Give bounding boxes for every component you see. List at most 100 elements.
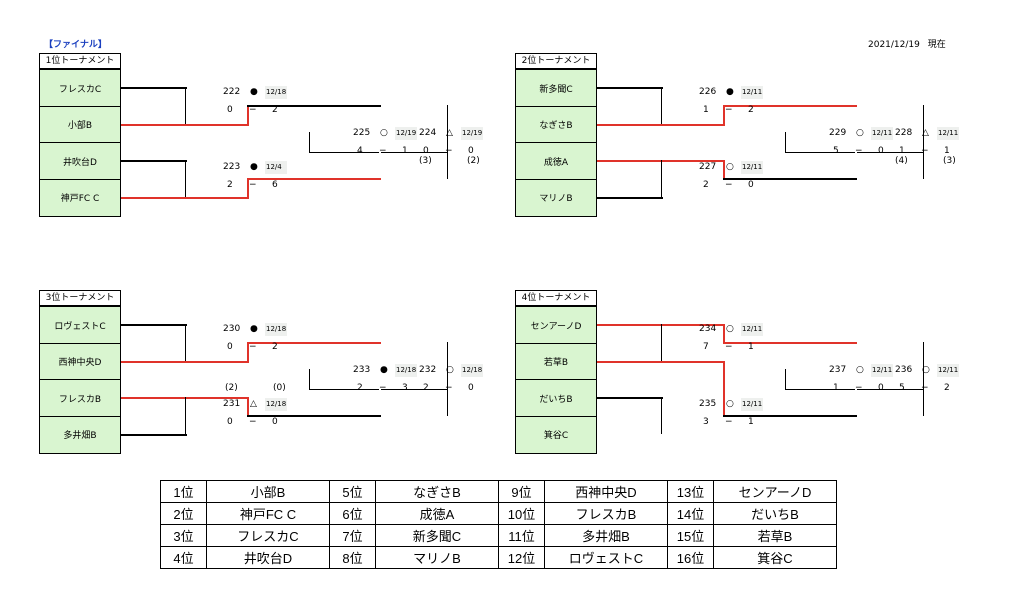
game-date-bg — [395, 363, 417, 377]
bracket-line — [723, 415, 857, 418]
rank-place: 8位 — [329, 546, 376, 569]
score-dash: − — [725, 342, 733, 352]
game-number: 231 — [223, 399, 241, 409]
winner-line — [247, 342, 381, 345]
team-box: 箕谷C — [515, 415, 597, 454]
score-left: 1 — [703, 105, 709, 115]
game-date: 12/11 — [742, 88, 763, 96]
result-mark: ○ — [856, 127, 864, 138]
bracket-line — [857, 388, 923, 390]
rank-team: 小部B — [206, 480, 330, 503]
game-date: 12/11 — [742, 400, 763, 408]
bracket-title: 3位トーナメント — [39, 290, 121, 306]
rank-team: ロヴェストC — [544, 546, 668, 569]
rank-team: 成徳A — [375, 502, 499, 525]
team-box: 井吹台D — [39, 142, 121, 180]
game-date-bg — [265, 161, 287, 174]
result-mark: ○ — [726, 324, 734, 334]
game-number: 222 — [223, 87, 241, 97]
score-right: 2 — [272, 342, 278, 352]
rank-place: 14位 — [667, 502, 714, 525]
winner-line — [723, 105, 857, 108]
score-right: 0 — [468, 145, 474, 156]
pk-left: (3) — [419, 155, 432, 166]
winner-line — [723, 360, 725, 418]
score-left: 0 — [227, 342, 233, 352]
result-mark: ● — [250, 162, 258, 172]
score-left: 5 — [833, 145, 839, 156]
game-number: 225 — [353, 127, 371, 138]
game-date: 12/19 — [462, 128, 483, 137]
result-mark: ○ — [380, 127, 388, 138]
score-right: 0 — [272, 417, 278, 427]
team-box: フレスカB — [39, 379, 121, 417]
game-date-bg — [741, 86, 763, 99]
winner-line — [247, 397, 249, 418]
winner-line — [247, 178, 381, 181]
result-mark: ● — [250, 324, 258, 334]
score-dash: − — [725, 417, 733, 427]
rank-place: 11位 — [498, 524, 545, 547]
result-mark: ○ — [922, 364, 930, 375]
game-date: 12/11 — [872, 365, 893, 374]
game-date: 12/11 — [872, 128, 893, 137]
team-box: 新多聞C — [515, 69, 597, 107]
game-number: 235 — [699, 399, 717, 409]
game-date-bg — [395, 126, 417, 140]
bracket-line — [661, 324, 662, 361]
game-date: 12/19 — [396, 128, 417, 137]
score-right: 0 — [748, 180, 754, 190]
winner-line — [723, 324, 725, 345]
bracket-line — [185, 160, 186, 197]
score-left: 1 — [833, 382, 839, 393]
score-right: 1 — [748, 417, 754, 427]
rank-team: マリノB — [375, 546, 499, 569]
bracket-line — [121, 324, 187, 326]
game-date: 12/18 — [266, 325, 287, 333]
game-date-bg — [461, 126, 483, 140]
team-box: 神戸FC C — [39, 178, 121, 217]
game-number: 230 — [223, 324, 241, 334]
pk-left: (4) — [895, 155, 908, 166]
game-number: 236 — [895, 364, 913, 375]
game-date: 12/18 — [266, 400, 287, 408]
score-dash: − — [445, 145, 453, 156]
bracket-line — [121, 433, 187, 436]
winner-line — [597, 360, 725, 363]
bracket-line — [381, 151, 447, 153]
rank-team: 神戸FC C — [206, 502, 330, 525]
game-date-bg — [741, 398, 763, 411]
bracket-title: 2位トーナメント — [515, 53, 597, 69]
result-mark: ● — [250, 87, 258, 97]
game-date-bg — [265, 323, 287, 336]
result-mark: ○ — [726, 399, 734, 409]
bracket-line — [597, 87, 663, 89]
score-dash: − — [379, 145, 387, 156]
team-box: なぎさB — [515, 105, 597, 144]
score-right: 3 — [402, 382, 408, 393]
game-number: 226 — [699, 87, 717, 97]
bracket-line — [661, 160, 662, 197]
result-mark: △ — [922, 127, 929, 138]
rank-place: 7位 — [329, 524, 376, 547]
score-dash: − — [249, 105, 257, 115]
score-right: 1 — [402, 145, 408, 156]
winner-line — [597, 123, 725, 126]
bracket-line — [923, 342, 924, 417]
bracket-line — [785, 151, 855, 153]
winner-line — [247, 178, 249, 199]
score-right: 2 — [272, 105, 278, 115]
score-left: 5 — [899, 382, 905, 393]
result-mark: △ — [446, 127, 453, 138]
game-number: 224 — [419, 127, 437, 138]
score-dash: − — [921, 145, 929, 156]
team-box: 成徳A — [515, 142, 597, 180]
game-date-bg — [265, 398, 287, 411]
bracket-line — [661, 87, 662, 124]
bracket-line — [785, 368, 786, 389]
rank-place: 1位 — [160, 480, 207, 503]
game-number: 223 — [223, 162, 241, 172]
